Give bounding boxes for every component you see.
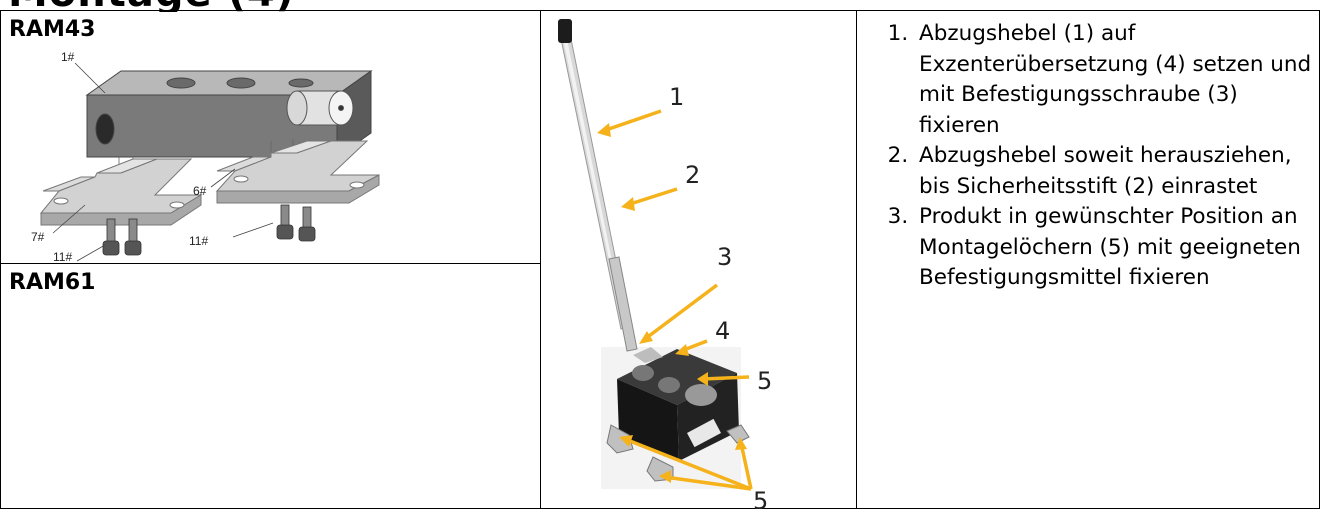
product-photo: 1 2 3 4 5 5 [558,19,772,509]
ram43-cell: RAM43 [0,10,541,264]
screws [102,204,316,256]
ram61-cell: RAM61 [0,263,541,509]
photo-callout-4: 4 [715,317,730,345]
ram43-exploded-drawing: 1# 7# 6# 11# 11# [31,50,380,263]
photo-callout-3: 3 [717,243,732,271]
instruction-step-1: Abzugshebel (1) auf Exzenterübersetzung … [915,19,1319,141]
instructions-list-wrap: Abzugshebel (1) auf Exzenterübersetzung … [857,11,1319,294]
instructions-cell: Abzugshebel (1) auf Exzenterübersetzung … [856,10,1320,509]
photo-callout-2: 2 [685,161,700,189]
photo-cell: 1 2 3 4 5 5 [540,10,857,509]
foot-7 [39,158,203,226]
foot-6 [215,140,380,204]
callout-6: 6# [193,184,207,198]
callout-1: 1# [61,50,75,64]
callout-7: 7# [31,230,45,244]
photo-callout-5b: 5 [753,487,768,509]
instruction-table: RAM43 [0,10,1320,509]
ram61-label: RAM61 [9,270,96,295]
callout-arrows [597,109,753,491]
photo-callout-5a: 5 [757,367,772,395]
page-heading-strip: Montage (4) [0,0,1320,12]
lever-handle [558,19,638,352]
photo-callout-1: 1 [669,83,684,111]
cylinder-part [286,90,354,126]
instruction-step-2: Abzugshebel soweit herausziehen, bis Sic… [915,141,1319,202]
callout-11b: 11# [189,234,208,248]
callout-11a: 11# [53,250,72,263]
instruction-step-3: Produkt in gewünschter Position an Monta… [915,202,1319,294]
ram43-label: RAM43 [9,17,96,42]
page-heading: Montage (4) [8,0,295,12]
block-part [85,70,373,158]
lever-grip-icon [558,19,572,43]
instructions-list: Abzugshebel (1) auf Exzenterübersetzung … [857,19,1319,294]
